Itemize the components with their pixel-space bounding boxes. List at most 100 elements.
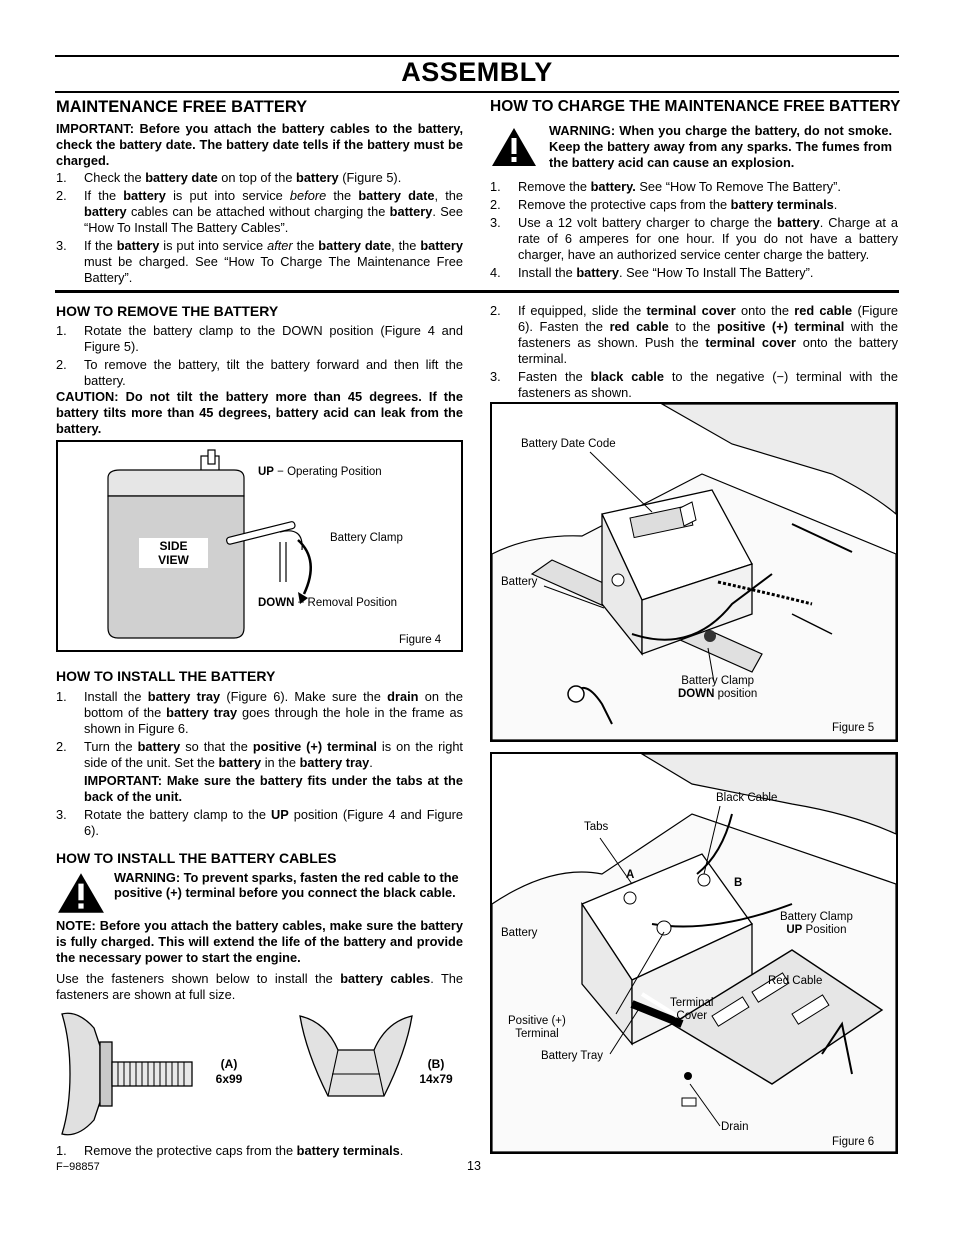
battery-date-code-label: Battery Date Code xyxy=(521,438,616,450)
text-run: must be charged. See “How To Charge The … xyxy=(84,254,463,285)
text-run: . Charge at a rate of 6 amperes for one … xyxy=(518,215,899,262)
text-run: the xyxy=(292,238,319,253)
text-run: before xyxy=(289,188,327,203)
text-run: to the xyxy=(668,319,717,334)
text-run: is on the right side of the unit. Set th… xyxy=(84,739,463,770)
fastener-b-label: (B)14x79 xyxy=(419,1057,453,1086)
install-heading: HOW TO INSTALL THE BATTERY xyxy=(56,668,276,684)
text-run: the xyxy=(326,188,359,203)
wing-nut-drawing xyxy=(299,1015,413,1097)
install-cables-list: 2.If equipped, slide the terminal cover … xyxy=(490,303,898,403)
list-item: 1.Remove the battery. See “How To Remove… xyxy=(490,179,898,195)
text-run: Remove the xyxy=(518,179,591,194)
text-run: positive (+) terminal xyxy=(252,739,377,754)
cables-list: 1.Remove the protective caps from the ba… xyxy=(56,1143,463,1161)
text-run: To remove the battery, tilt the battery … xyxy=(84,357,463,388)
text-run: Remove the protective caps from the xyxy=(84,1143,297,1158)
battery-label-fig6: Battery xyxy=(501,927,538,939)
text-run: battery terminals xyxy=(730,197,834,212)
text-run: battery tray xyxy=(166,705,238,720)
maintenance-important: IMPORTANT: Before you attach the battery… xyxy=(56,121,463,168)
text-run: (Figure 5). xyxy=(338,170,402,185)
list-item: 1.Remove the protective caps from the ba… xyxy=(56,1143,463,1159)
text-run: battery xyxy=(389,204,433,219)
positive-terminal-label: Positive (+)Terminal xyxy=(508,1015,566,1040)
list-item: 1. Rotate the battery clamp to the DOWN p… xyxy=(56,323,463,355)
text-run: battery xyxy=(576,265,620,280)
text-run: Install the xyxy=(518,265,577,280)
list-number: 1. xyxy=(56,323,67,338)
text-run: Fasten the xyxy=(518,369,591,384)
text-run: onto the battery terminal. xyxy=(518,335,898,366)
text-run: . The fasteners are shown at full size. xyxy=(56,971,463,1002)
footer-code: F−98857 xyxy=(56,1161,100,1173)
text-run: battery xyxy=(420,238,463,253)
text-run: battery xyxy=(116,238,160,253)
figure-5-caption: Figure 5 xyxy=(832,722,875,734)
cables-warning: WARNING: To prevent sparks, fasten the r… xyxy=(114,870,459,900)
text-run: is put into service xyxy=(159,238,268,253)
text-run: red cable xyxy=(794,303,853,318)
text-run: black cable xyxy=(590,369,664,384)
text-run: If the xyxy=(84,188,124,203)
battery-install-drawing xyxy=(492,754,896,1152)
charge-heading: HOW TO CHARGE THE MAINTENANCE FREE BATTE… xyxy=(490,98,901,115)
warning-icon-cables xyxy=(56,871,106,915)
text-run: Rotate the battery clamp to the DOWN pos… xyxy=(84,323,463,354)
text-run: onto the xyxy=(735,303,795,318)
page-title: ASSEMBLY xyxy=(401,57,553,87)
text-run: drain xyxy=(387,689,419,704)
text-run: battery tray xyxy=(147,689,221,704)
tabs-label: Tabs xyxy=(584,821,609,833)
black-cable-label: Black Cable xyxy=(716,792,778,804)
install-list: 1.Install the battery tray (Figure 6). M… xyxy=(56,689,463,841)
list-number: 2. xyxy=(56,357,67,372)
text-run: on top of the xyxy=(217,170,296,185)
cables-heading: HOW TO INSTALL THE BATTERY CABLES xyxy=(56,850,337,866)
list-number: 2. xyxy=(490,197,501,212)
drain-label: Drain xyxy=(721,1121,749,1133)
remove-list: 1. Rotate the battery clamp to the DOWN p… xyxy=(56,323,463,391)
list-item: 2.If the battery is put into service bef… xyxy=(56,188,463,236)
text-run: . xyxy=(833,197,838,212)
text-run: UP xyxy=(271,807,289,822)
text-run: . xyxy=(399,1143,404,1158)
text-run: Check the xyxy=(84,170,146,185)
list-item: IMPORTANT: Make sure the battery fits un… xyxy=(56,773,463,805)
list-number: 3. xyxy=(490,215,501,230)
title-rule xyxy=(55,91,899,93)
remove-heading: HOW TO REMOVE THE BATTERY xyxy=(56,303,279,319)
battery-label: Battery xyxy=(501,576,538,588)
text-run: battery xyxy=(84,204,127,219)
charge-list: 1.Remove the battery. See “How To Remove… xyxy=(490,179,898,283)
text-run: Use the fasteners shown below to install… xyxy=(56,971,341,986)
fastener-a-label: (A)6x99 xyxy=(215,1057,243,1086)
text-run: . See “How To Install The Battery Cables… xyxy=(84,204,463,235)
text-run: See “How To Remove The Battery”. xyxy=(635,179,841,194)
figure-6-caption: Figure 6 xyxy=(832,1136,875,1148)
list-item: 2. To remove the battery, tilt the batter… xyxy=(56,357,463,389)
up-label: UP − Operating Position xyxy=(258,466,382,478)
text-run: battery xyxy=(137,739,181,754)
list-number: 1. xyxy=(56,1143,67,1158)
text-run: battery tray xyxy=(299,755,370,770)
list-item: 2.If equipped, slide the terminal cover … xyxy=(490,303,898,367)
text-run: red cable xyxy=(609,319,669,334)
page-number: 13 xyxy=(467,1159,481,1173)
figure-6: Black Cable Tabs A B Battery Clamp UP Po… xyxy=(490,752,898,1154)
terminal-b-label: B xyxy=(734,877,743,889)
text-run: terminal cover xyxy=(705,335,796,350)
clamp-label: Battery Clamp xyxy=(330,532,403,544)
text-run: Install the xyxy=(84,689,148,704)
text-run: cables can be attached without charging … xyxy=(126,204,390,219)
remove-caution: CAUTION: Do not tilt the battery more th… xyxy=(56,389,463,436)
text-run: battery. xyxy=(590,179,636,194)
list-number: 2. xyxy=(56,739,67,754)
text-run: in the xyxy=(261,755,300,770)
list-number: 3. xyxy=(56,238,67,253)
text-run: Remove the protective caps from the xyxy=(518,197,731,212)
text-run: battery date xyxy=(358,188,435,203)
list-number: 4. xyxy=(490,265,501,280)
text-run: , the xyxy=(391,238,421,253)
